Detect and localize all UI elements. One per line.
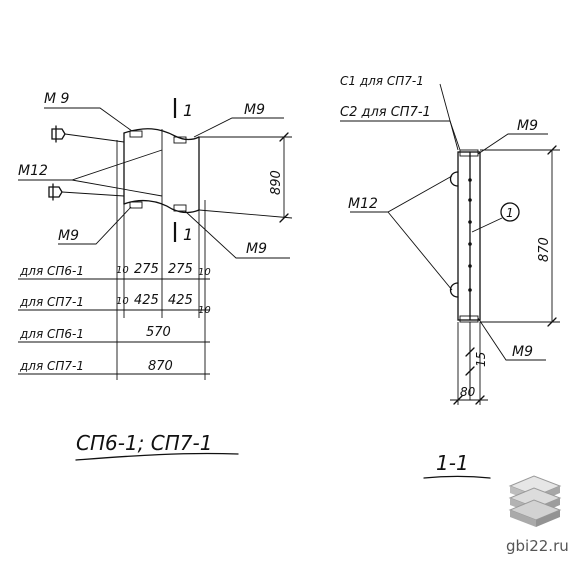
- watermark-text: gbi22.ru: [506, 537, 569, 555]
- section-mark-top: 1: [183, 101, 193, 120]
- label-m9-top-left: M 9: [44, 91, 70, 107]
- label-m9-top-right-view: M9: [517, 118, 538, 134]
- leader-m9-top-right-view: [477, 133, 548, 155]
- label-c1-partial: С1 для СП7-1: [340, 74, 424, 88]
- tick-870-top: [547, 145, 557, 155]
- tick-890-top: [279, 132, 289, 142]
- anchor-bump-bottom: [449, 282, 459, 298]
- dim-890: 890: [269, 170, 284, 195]
- leader-c2: [340, 120, 461, 151]
- row-label: для СП6-1: [19, 327, 84, 341]
- leader-m12-right-view: [350, 175, 453, 291]
- title-underline-left: [75, 452, 239, 461]
- tick-80-right: [475, 395, 485, 405]
- leader-c1: [439, 83, 459, 151]
- dim-row-4: для СП7-1 870: [18, 359, 210, 375]
- bolt-symbol-top: [51, 125, 66, 143]
- leader-m9-top-left: [44, 107, 133, 132]
- title-left-view: СП6-1; СП7-1: [76, 431, 212, 455]
- left-view: M 9 M9 M12 M9 M9 1 1 890: [18, 91, 293, 461]
- leader-m9-bottom-right-view: [477, 317, 546, 361]
- row-label: для СП7-1: [19, 359, 84, 373]
- bolt-dots: [468, 178, 472, 292]
- bolt-leader-bottom: [61, 191, 125, 197]
- label-m9-top-right: M9: [244, 102, 265, 118]
- tick-890-bottom: [279, 213, 289, 223]
- label-m9-bottom-left: M9: [58, 228, 79, 244]
- dim-value: 275: [134, 262, 159, 277]
- section-bottom-cap: [459, 315, 479, 323]
- dim-value: 10: [198, 305, 211, 316]
- leader-m9-bottom-right: [184, 210, 290, 259]
- dim-870: 870: [537, 237, 552, 262]
- leader-m9-top-right: [193, 117, 284, 138]
- tick-870-bottom: [547, 317, 557, 327]
- weld-mark-bottom-right: [173, 204, 187, 212]
- callout-number: 1: [506, 206, 514, 220]
- weld-mark-top-left: [129, 130, 143, 138]
- label-c2: С2 для СП7-1: [340, 105, 431, 120]
- ext-line-bottom: [198, 209, 293, 219]
- section-mark-bottom: 1: [183, 225, 193, 244]
- tick-15: [465, 347, 475, 357]
- title-right-view: 1-1: [436, 451, 469, 475]
- title-underline-right: [423, 475, 491, 479]
- label-m12-right-view: M12: [348, 196, 378, 212]
- section-plate-outline: [457, 151, 481, 321]
- dim-row-2: для СП7-1 10 425 425 10: [18, 293, 211, 316]
- row-label: для СП6-1: [19, 264, 84, 278]
- dim-value: 10: [198, 267, 211, 278]
- anchor-bump-top: [449, 171, 459, 187]
- weld-mark-bottom-left: [129, 201, 143, 209]
- dim-value: 10: [116, 265, 129, 276]
- plate-bottom-edge: [123, 199, 200, 214]
- dim-value: 425: [168, 293, 193, 308]
- right-view: С1 для СП7-1 С2 для СП7-1 M9 M12 1: [340, 74, 560, 479]
- dim-value: 425: [134, 293, 159, 308]
- label-m9-bottom-right: M9: [246, 241, 267, 257]
- watermark: gbi22.ru: [506, 475, 569, 555]
- weld-mark-top-right: [173, 136, 187, 144]
- tick-80-left: [453, 395, 463, 405]
- bolt-leader-top: [64, 133, 125, 143]
- dim-value: 275: [168, 262, 193, 277]
- dim-80: 80: [460, 385, 476, 399]
- label-m12-left: M12: [18, 163, 48, 179]
- row-label: для СП7-1: [19, 295, 84, 309]
- section-top-cap: [459, 149, 479, 157]
- dim-15: 15: [474, 352, 488, 367]
- dim-value: 10: [116, 296, 129, 307]
- dim-value: 870: [148, 359, 173, 374]
- dim-row-1: для СП6-1 10 275 275 10: [18, 262, 211, 280]
- stacked-slabs-logo: [508, 475, 562, 527]
- label-m9-bottom-right-view: M9: [512, 344, 533, 360]
- leader-m9-bottom-left: [58, 206, 132, 245]
- tick-15b: [465, 366, 475, 376]
- dim-value: 570: [146, 325, 171, 340]
- plate-top-edge: [123, 128, 200, 141]
- callout-leader: [471, 217, 503, 233]
- bolt-symbol-bottom: [48, 183, 63, 201]
- dim-row-3: для СП6-1 570: [18, 325, 210, 343]
- callout-circle: [500, 202, 520, 222]
